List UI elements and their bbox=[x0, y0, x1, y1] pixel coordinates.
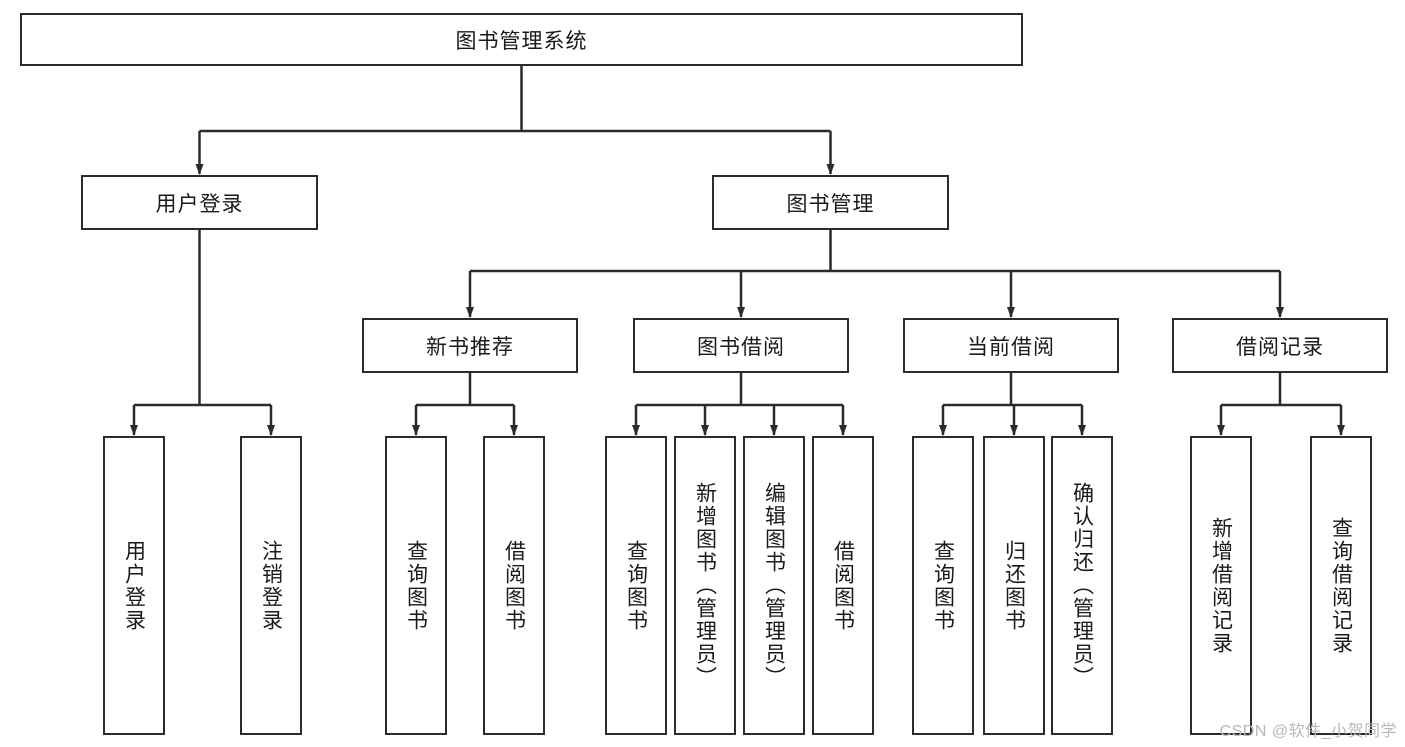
node-label: 借阅图书 bbox=[831, 539, 855, 632]
node-newbook[interactable]: 新书推荐 bbox=[362, 318, 578, 373]
node-label: 注销登录 bbox=[259, 539, 283, 632]
node-label: 新书推荐 bbox=[426, 335, 514, 359]
node-l9[interactable]: 查询图书 bbox=[912, 436, 974, 735]
node-l12[interactable]: 新增借阅记录 bbox=[1190, 436, 1252, 735]
node-l2[interactable]: 注销登录 bbox=[240, 436, 302, 735]
watermark-label: CSDN @软件_小贺同学 bbox=[1219, 723, 1397, 740]
node-l13[interactable]: 查询借阅记录 bbox=[1310, 436, 1372, 735]
node-login[interactable]: 用户登录 bbox=[81, 175, 318, 230]
node-label: 用户登录 bbox=[155, 192, 244, 216]
node-l5[interactable]: 查询图书 bbox=[605, 436, 667, 735]
node-l8[interactable]: 借阅图书 bbox=[812, 436, 874, 735]
node-label: 图书管理系统 bbox=[455, 29, 588, 53]
node-records[interactable]: 借阅记录 bbox=[1172, 318, 1388, 373]
node-root[interactable]: 图书管理系统 bbox=[20, 13, 1023, 66]
node-l6[interactable]: 新增图书（管理员） bbox=[674, 436, 736, 735]
node-label: 归还图书 bbox=[1002, 539, 1026, 632]
node-label: 当前借阅 bbox=[967, 335, 1055, 359]
node-label: 查询图书 bbox=[624, 539, 648, 632]
node-l7[interactable]: 编辑图书（管理员） bbox=[743, 436, 805, 735]
node-l3[interactable]: 查询图书 bbox=[385, 436, 447, 735]
node-label: 新增图书（管理员） bbox=[693, 482, 717, 689]
node-borrow[interactable]: 图书借阅 bbox=[633, 318, 849, 373]
node-label: 图书管理 bbox=[786, 192, 875, 216]
node-label: 用户登录 bbox=[122, 539, 146, 632]
node-label: 查询图书 bbox=[931, 539, 955, 632]
node-label: 查询图书 bbox=[404, 539, 428, 632]
node-bookmgmt[interactable]: 图书管理 bbox=[712, 175, 949, 230]
node-label: 新增借阅记录 bbox=[1209, 516, 1233, 655]
node-label: 编辑图书（管理员） bbox=[762, 482, 786, 689]
node-l10[interactable]: 归还图书 bbox=[983, 436, 1045, 735]
node-label: 查询借阅记录 bbox=[1329, 516, 1353, 655]
node-label: 借阅记录 bbox=[1236, 335, 1324, 359]
node-l4[interactable]: 借阅图书 bbox=[483, 436, 545, 735]
node-l1[interactable]: 用户登录 bbox=[103, 436, 165, 735]
node-current[interactable]: 当前借阅 bbox=[903, 318, 1119, 373]
node-label: 图书借阅 bbox=[697, 335, 785, 359]
node-l11[interactable]: 确认归还（管理员） bbox=[1051, 436, 1113, 735]
node-label: 借阅图书 bbox=[502, 539, 526, 632]
node-label: 确认归还（管理员） bbox=[1070, 482, 1094, 689]
